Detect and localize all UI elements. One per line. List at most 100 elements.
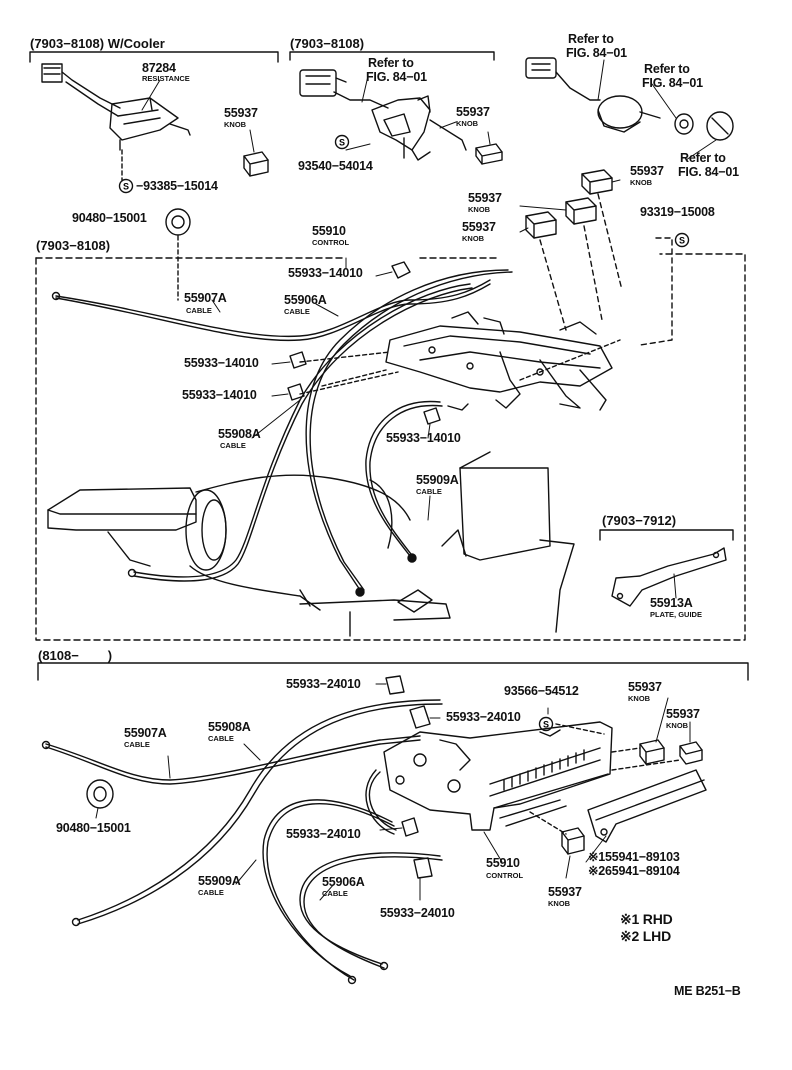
label-control-top-name: CONTROL [312, 238, 350, 247]
label-knob-a: 55937 [224, 106, 258, 120]
control-bot-dash-links [529, 723, 681, 835]
label-plate: 55913A [650, 596, 693, 610]
knob-55937-bot-c [561, 827, 585, 855]
ref-fig-right-c-line1: Refer to [680, 151, 726, 165]
label-control-bot: 55910 [486, 856, 520, 870]
diagram-code: ME B251−B [674, 984, 741, 998]
clamp-55933-14010-b [289, 351, 307, 369]
section-header-plate: (7903−7912) [602, 513, 677, 528]
label-55909a-top: 55909A [416, 473, 459, 487]
knob-round-a [674, 113, 694, 135]
ref-fig-right-a-line1: Refer to [568, 32, 614, 46]
legend-lhd: ※2 LHD [620, 928, 671, 944]
label-55933-24010-d: 55933−24010 [380, 906, 455, 920]
switch-assembly-mid [299, 69, 467, 161]
plate-guide-55913a [611, 547, 727, 607]
svg-text:S: S [543, 720, 549, 730]
label-55906a-top-name: CABLE [284, 307, 310, 316]
label-55933-24010-c: 55933−24010 [286, 827, 361, 841]
knob-round-b [706, 111, 734, 141]
knob-55937-top-left [243, 151, 269, 177]
clamp-55933-24010-d [413, 857, 433, 879]
label-55933-24010-a: 55933−24010 [286, 677, 361, 691]
control-dash-links [299, 339, 621, 395]
label-knob-d-name: KNOB [468, 205, 491, 214]
label-55909a-bot-name: CABLE [198, 888, 224, 897]
knob-55937-top-mid [475, 143, 503, 165]
s-symbols: S S S S [118, 134, 690, 732]
label-55909a-top-name: CABLE [416, 487, 442, 496]
label-knob-b: 55937 [456, 105, 490, 119]
ref-fig-right-b-line2: FIG. 84−01 [642, 76, 703, 90]
label-knob-g: 55937 [666, 707, 700, 721]
label-knob-e: 55937 [462, 220, 496, 234]
label-93385: −93385−15014 [136, 179, 218, 193]
label-55941-2: ※265941−89104 [588, 864, 680, 878]
section-header-top-mid: (7903−8108) [290, 36, 365, 51]
section-bracket-plate [599, 529, 734, 541]
ref-fig-right-b-line1: Refer to [644, 62, 690, 76]
section-bracket-top-mid [289, 51, 495, 61]
ref-fig-mid-line2: FIG. 84−01 [366, 70, 427, 84]
knob-55937-bot-a [639, 739, 665, 765]
leader-lines [95, 59, 717, 901]
cable-55907a-top [51, 279, 491, 342]
label-55933-14010-b: 55933−14010 [184, 356, 259, 370]
label-55909a-bot: 55909A [198, 874, 241, 888]
ref-fig-right-c-line2: FIG. 84−01 [678, 165, 739, 179]
section-header-middle: (7903−8108) [36, 238, 111, 253]
section-bracket-top-left [29, 51, 279, 63]
label-93540: 93540−54014 [298, 159, 373, 173]
clamp-55933-14010-c [287, 383, 305, 401]
label-control-top: 55910 [312, 224, 346, 238]
cable-55909a-bot [262, 799, 395, 985]
cable-55907a-bot [41, 735, 421, 785]
clamp-55933-24010-c [401, 817, 419, 837]
knob-55937-bot-b [679, 741, 703, 765]
label-knob-h: 55937 [548, 885, 582, 899]
label-55908a-bot-name: CABLE [208, 734, 234, 743]
label-87284: 87284 [142, 61, 176, 75]
cable-55906a-top [305, 269, 513, 597]
label-87284-name: RESISTANCE [142, 74, 190, 83]
label-55907a-top-name: CABLE [186, 306, 212, 315]
label-knob-d: 55937 [468, 191, 502, 205]
label-knob-e-name: KNOB [462, 234, 485, 243]
clamp-55933-14010-a [391, 261, 411, 279]
svg-text:S: S [123, 182, 129, 192]
clamp-55933-24010-a [385, 675, 405, 695]
s-symbol-93566: S [538, 716, 554, 732]
cable-55908a-bot [71, 699, 443, 927]
label-knob-c: 55937 [630, 164, 664, 178]
clamp-55933-14010-d [423, 407, 441, 425]
label-55908a-bot: 55908A [208, 720, 251, 734]
label-93566: 93566−54512 [504, 684, 579, 698]
knob-55937-right-c [525, 211, 557, 239]
s-symbol-93540: S [334, 134, 350, 150]
section-header-bottom: (8108− ) [38, 648, 113, 663]
section-bracket-bottom [37, 662, 749, 681]
s-symbol-93319: S [674, 232, 690, 248]
label-knob-b-name: KNOB [456, 119, 479, 128]
cable-tiny-wire [447, 403, 469, 411]
label-55906a-top: 55906A [284, 293, 327, 307]
label-knob-f: 55937 [628, 680, 662, 694]
control-55910-bot [383, 721, 613, 831]
label-55933-14010-d: 55933−14010 [386, 431, 461, 445]
label-55933-24010-b: 55933−24010 [446, 710, 521, 724]
knob-55937-right-b [565, 197, 597, 225]
section-header-top-left: (7903−8108) W/Cooler [30, 36, 165, 51]
label-55941-1: ※155941−89103 [588, 850, 680, 864]
clamp-55933-24010-b [409, 705, 431, 729]
resistance-assembly [41, 63, 191, 181]
lever-55941 [587, 769, 707, 843]
heater-unit [47, 451, 575, 637]
label-55906a-bot: 55906A [322, 875, 365, 889]
label-knob-c-name: KNOB [630, 178, 653, 187]
label-knob-h-name: KNOB [548, 899, 571, 908]
label-55906a-bot-name: CABLE [322, 889, 348, 898]
label-knob-g-name: KNOB [666, 721, 689, 730]
label-55907a-bot: 55907A [124, 726, 167, 740]
svg-text:S: S [339, 138, 345, 148]
